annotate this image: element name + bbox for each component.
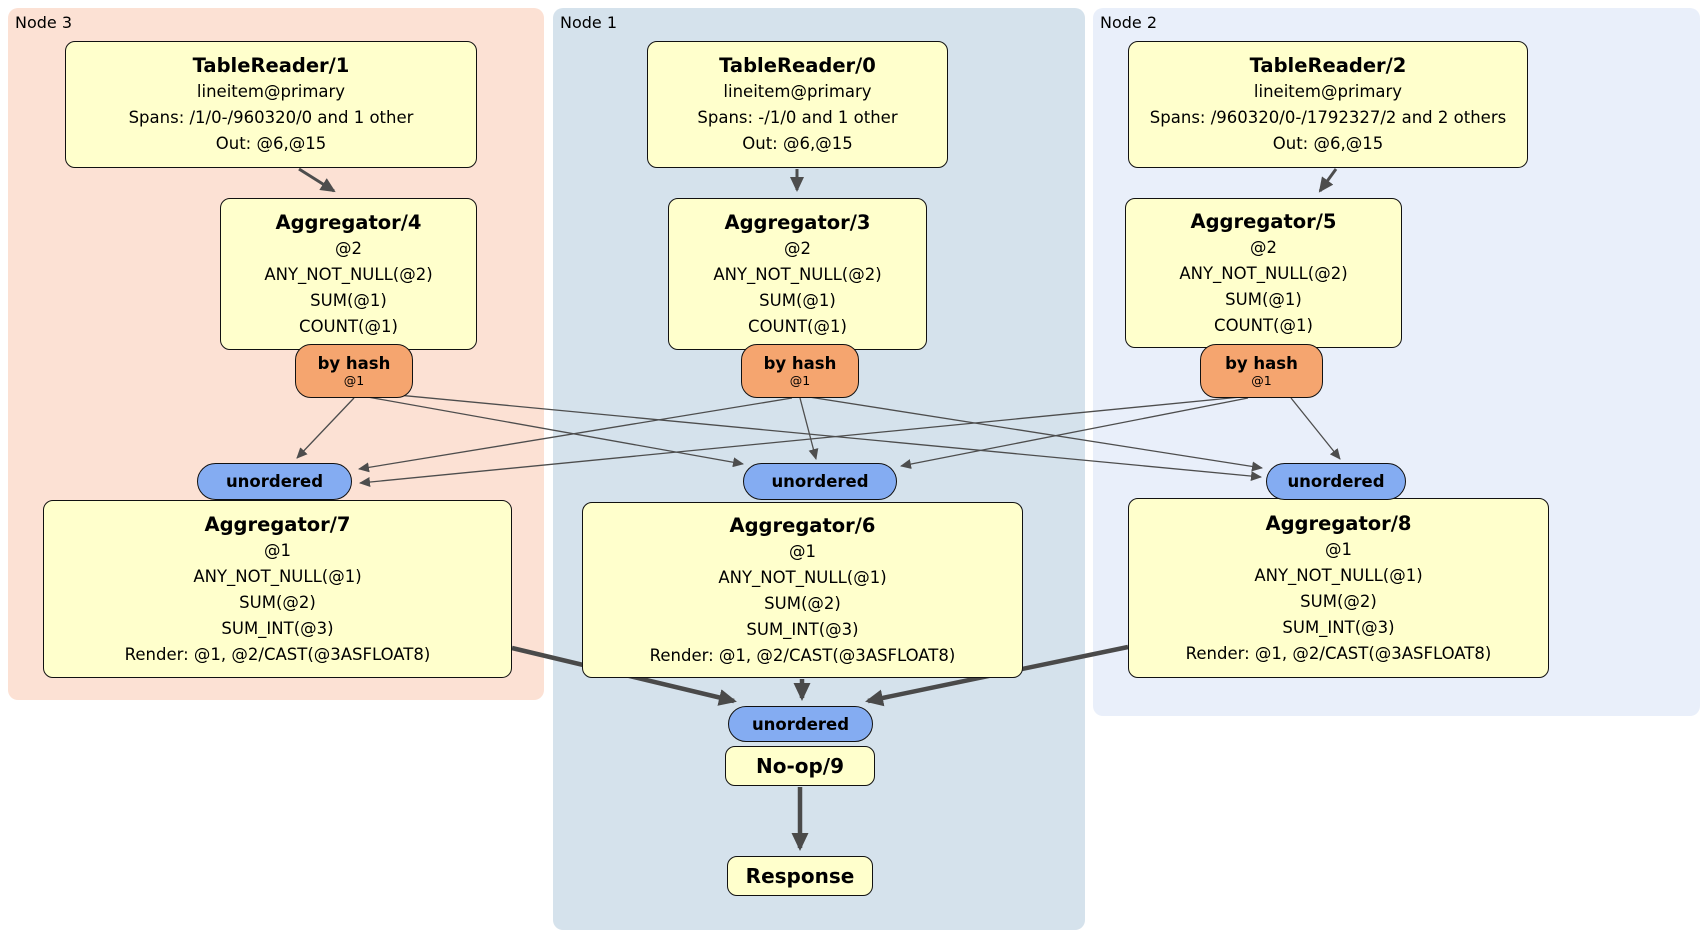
box-line: SUM(@1) [1225,289,1302,309]
box-line: Render: @1, @2/CAST(@3ASFLOAT8) [124,644,431,664]
by-hash-label: by hash [1225,354,1298,373]
box-line: Spans: /960320/0-/1792327/2 and 2 others [1149,108,1507,127]
box-line: Render: @1, @2/CAST(@3ASFLOAT8) [1185,643,1492,663]
box-line: @2 [334,238,362,258]
box-line: ANY_NOT_NULL(@1) [193,566,362,586]
unordered-label: unordered [771,472,869,491]
box-title: TableReader/1 [192,54,350,77]
box-line: lineitem@primary [1253,82,1403,101]
unordered-label: unordered [751,714,850,734]
box-line: Out: @6,@15 [742,134,853,153]
by-hash-label: by hash [763,354,837,373]
box-line: lineitem@primary [723,82,872,101]
box-line: @1 [1324,539,1352,559]
box-line: Spans: -/1/0 and 1 other [697,108,898,127]
unordered-sync-middle: unordered [743,463,897,500]
box-title: No-op/9 [755,753,845,778]
box-title: Aggregator/7 [204,512,351,536]
box-line: @1 [263,540,291,560]
by-hash-label: by hash [317,354,391,373]
response-box: Response [727,856,873,896]
box-line: @2 [1249,237,1277,257]
unordered-label: unordered [1287,472,1385,491]
by-hash-router-left: by hash @1 [295,344,413,398]
box-line: @2 [783,238,811,258]
node3-label: Node 3 [15,13,73,32]
box-title: Aggregator/6 [729,513,876,537]
box-line: Render: @1, @2/CAST(@3ASFLOAT8) [649,645,956,665]
unordered-sync-left: unordered [197,463,352,500]
box-line: SUM_INT(@3) [221,618,334,638]
box-line: ANY_NOT_NULL(@2) [264,264,433,284]
box-line: Spans: /1/0-/960320/0 and 1 other [128,108,414,127]
box-line: SUM(@2) [239,592,316,612]
box-line: Out: @6,@15 [215,134,327,153]
box-title: Aggregator/4 [275,210,422,234]
unordered-sync-right: unordered [1266,463,1406,500]
box-title: Aggregator/3 [724,210,871,234]
box-line: ANY_NOT_NULL(@1) [718,567,887,587]
box-title: Aggregator/5 [1190,209,1337,233]
box-title: Aggregator/8 [1265,511,1412,535]
box-line: ANY_NOT_NULL(@2) [713,264,882,284]
box-line: @1 [788,541,816,561]
box-line: SUM(@1) [759,290,836,310]
box-title: TableReader/2 [1249,54,1407,77]
by-hash-router-middle: by hash @1 [741,344,859,398]
box-line: SUM(@1) [310,290,387,310]
box-line: ANY_NOT_NULL(@1) [1254,565,1423,585]
box-line: SUM(@2) [764,593,841,613]
box-line: Out: @6,@15 [1272,134,1384,153]
node1-label: Node 1 [560,13,618,32]
unordered-label: unordered [225,472,324,491]
box-title: TableReader/0 [719,54,876,77]
box-line: SUM_INT(@3) [746,619,859,639]
box-line: COUNT(@1) [748,316,847,336]
box-title: Response [745,863,855,888]
box-line: SUM(@2) [1300,591,1377,611]
unordered-sync-bottom: unordered [728,706,873,742]
node2-label: Node 2 [1100,13,1158,32]
by-hash-router-right: by hash @1 [1200,344,1323,398]
box-line: SUM_INT(@3) [1282,617,1395,637]
by-hash-key: @1 [343,373,365,388]
box-line: COUNT(@1) [1214,315,1313,335]
box-line: COUNT(@1) [299,316,398,336]
box-line: ANY_NOT_NULL(@2) [1179,263,1348,283]
by-hash-key: @1 [1251,373,1272,388]
noop-9-box: No-op/9 [725,746,875,786]
box-line: lineitem@primary [196,82,346,101]
by-hash-key: @1 [789,373,811,388]
